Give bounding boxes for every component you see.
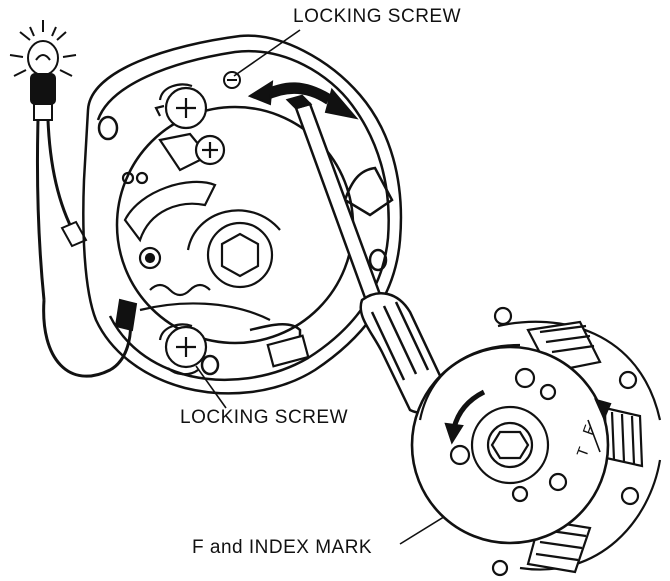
breaker-arm (123, 180, 217, 243)
screwdriver (285, 94, 445, 414)
rotor-inset (410, 306, 662, 577)
adjustment-arrow (247, 80, 359, 120)
lamp-rays (9, 20, 77, 77)
locking-screw-bottom-part (158, 323, 208, 376)
lamp-wire-left (35, 119, 46, 301)
leader-bottom (195, 365, 227, 409)
locking-screw-top-part (154, 83, 208, 130)
locking-screw-label-top: LOCKING SCREW (293, 6, 462, 27)
leader-top (233, 29, 301, 77)
adjust-screw (223, 71, 241, 89)
test-lamp (9, 20, 138, 378)
f-index-mark-label: F and INDEX MARK (192, 537, 373, 558)
lamp-socket (30, 73, 56, 105)
locking-screw-label-bottom: LOCKING SCREW (180, 407, 349, 428)
contact-breaker (121, 132, 310, 368)
index-mark (594, 398, 612, 421)
lamp-bulb (27, 40, 59, 76)
